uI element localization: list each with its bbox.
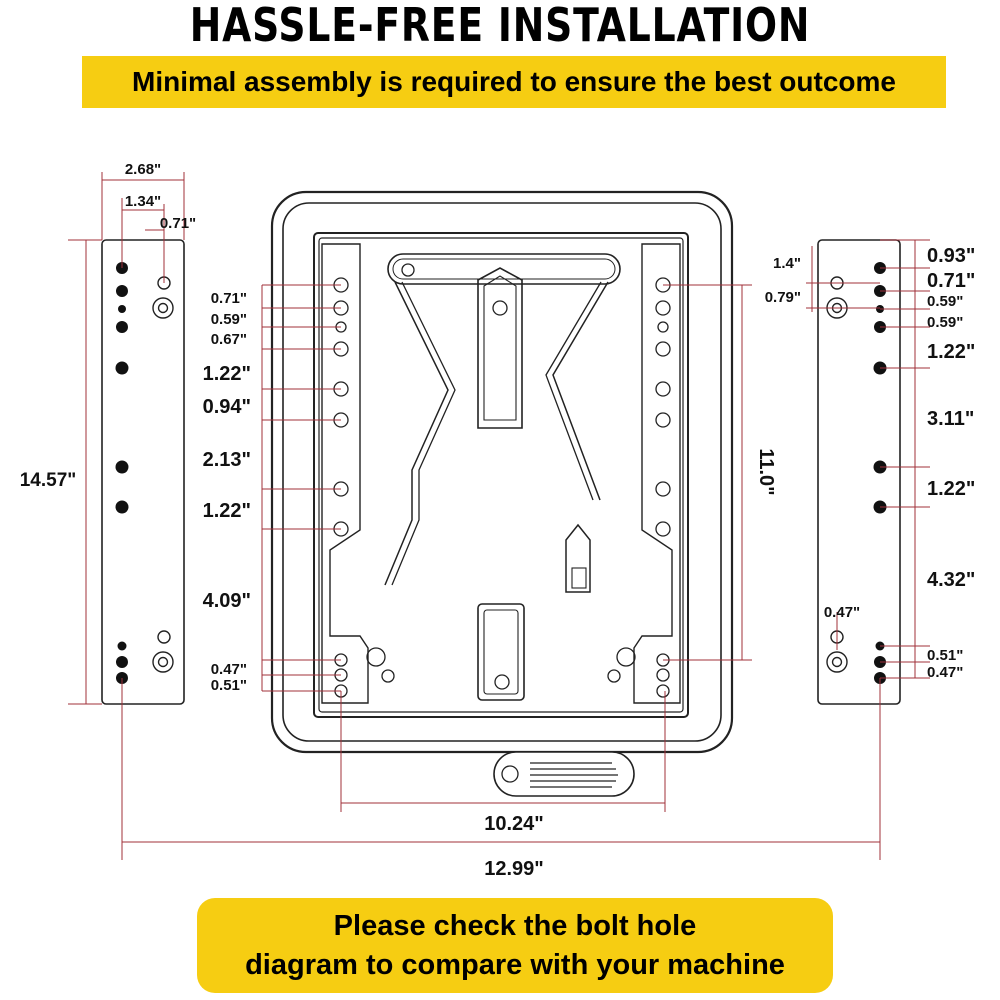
plate-spacing-label: 0.94" xyxy=(203,396,251,418)
right-spacing-label: 0.59" xyxy=(927,293,963,310)
adjust-handle xyxy=(493,751,635,797)
rail-hole xyxy=(657,321,669,333)
left-bracket: 2.68" 1.34" 0.71" 14.57" xyxy=(20,161,196,705)
left-length-label: 14.57" xyxy=(20,470,77,491)
right-offset-a-label: 1.4" xyxy=(773,255,801,272)
mount-hole xyxy=(157,630,171,644)
left-bracket-outline xyxy=(101,239,185,705)
plate-spacing-label: 0.51" xyxy=(211,677,247,694)
right-spacing-label: 3.11" xyxy=(927,408,974,430)
right-spacing-label: 1.22" xyxy=(927,341,975,363)
left-width-label: 2.68" xyxy=(125,161,161,178)
bolt-hole xyxy=(115,460,129,474)
overall-span: 12.99" xyxy=(121,678,880,880)
plate-height-label: 11.0" xyxy=(755,448,777,495)
plate-outer-frame xyxy=(270,190,734,754)
note-line-1: Please check the bolt hole xyxy=(333,909,697,942)
left-offset-small-label: 0.71" xyxy=(160,215,196,232)
bolt-hole xyxy=(116,285,128,297)
bolt-hole xyxy=(115,361,129,375)
rail-hole xyxy=(655,412,671,428)
rail-hole xyxy=(655,341,671,357)
right-spacing-label: 4.32" xyxy=(927,569,975,591)
right-offset-b-label: 0.79" xyxy=(765,289,801,306)
plate-spacing-label: 4.09" xyxy=(203,590,251,612)
rail-hole xyxy=(655,300,671,316)
center-plate: 0.71" 0.59" 0.67" 1.22" 0.94" 2.13" 1.22… xyxy=(203,190,777,835)
plate-spacing-label: 0.47" xyxy=(211,661,247,678)
plate-hole-span-label: 10.24" xyxy=(484,813,544,835)
bolt-hole xyxy=(117,641,127,651)
plate-spacing-label: 1.22" xyxy=(203,363,251,385)
right-spacing-label: 0.51" xyxy=(927,647,963,664)
right-bracket-outline xyxy=(817,239,901,705)
left-offset-label: 1.34" xyxy=(125,193,161,210)
bolt-hole xyxy=(116,321,128,333)
mount-hole xyxy=(152,651,174,673)
mount-hole xyxy=(152,297,174,319)
rail-hole xyxy=(655,481,671,497)
right-spacing-label: 1.22" xyxy=(927,478,975,500)
note-banner: Please check the bolt hole diagram to co… xyxy=(197,898,833,993)
rail-hole xyxy=(655,521,671,537)
plate-spacing-label: 2.13" xyxy=(203,449,251,471)
right-offset-c-label: 0.47" xyxy=(824,604,860,621)
subtitle-text: Minimal assembly is required to ensure t… xyxy=(132,66,896,97)
plate-spacing-label: 1.22" xyxy=(203,500,251,522)
bolt-hole xyxy=(118,305,126,313)
subtitle-banner: Minimal assembly is required to ensure t… xyxy=(82,56,946,108)
right-spacing-label: 0.93" xyxy=(927,245,975,267)
right-spacing-label: 0.59" xyxy=(927,314,963,331)
plate-spacing-label: 0.59" xyxy=(211,311,247,328)
plate-spacing-label: 0.67" xyxy=(211,331,247,348)
right-spacing-label: 0.47" xyxy=(927,664,963,681)
overall-span-label: 12.99" xyxy=(484,858,544,880)
bolt-hole xyxy=(115,500,129,514)
rail-hole xyxy=(656,684,670,698)
mount-hole xyxy=(826,651,848,673)
rail-hole xyxy=(656,668,670,682)
right-bracket: 1.4" 0.79" 0.47" 0.93" 0.71" 0.59" 0.59"… xyxy=(765,239,975,860)
bolt-hole xyxy=(116,656,128,668)
page-title: HASSLE-FREE INSTALLATION xyxy=(189,0,811,52)
right-spacing-label: 0.71" xyxy=(927,270,975,292)
plate-spacing-label: 0.71" xyxy=(211,290,247,307)
rail-hole xyxy=(655,381,671,397)
note-line-2: diagram to compare with your machine xyxy=(245,948,785,981)
